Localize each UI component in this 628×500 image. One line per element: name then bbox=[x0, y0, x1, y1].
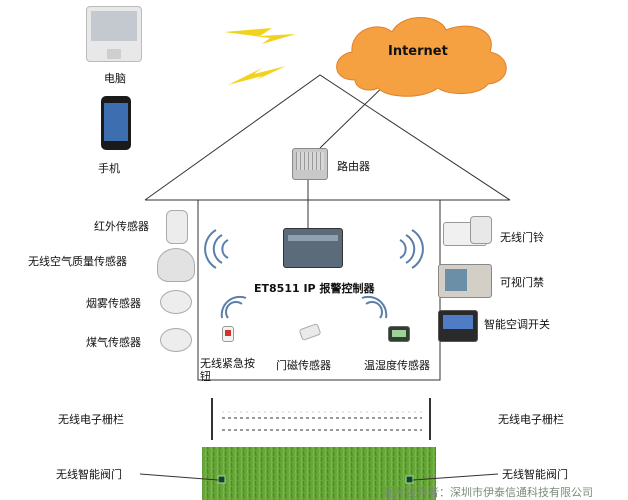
lightning-bolt-icon bbox=[224, 28, 296, 44]
temp-humidity-sensor-label: 温湿度传感器 bbox=[364, 359, 430, 372]
air-quality-sensor-icon bbox=[157, 248, 195, 282]
grass-lawn bbox=[202, 447, 436, 500]
computer-icon bbox=[86, 6, 142, 62]
infrared-sensor-icon bbox=[166, 210, 188, 244]
gas-sensor-icon bbox=[160, 328, 192, 352]
house-roof bbox=[144, 74, 511, 201]
ac-switch-icon bbox=[438, 310, 478, 342]
computer-label: 电脑 bbox=[104, 72, 126, 85]
doorbell-label: 无线门铃 bbox=[500, 231, 544, 244]
smoke-sensor-icon bbox=[160, 290, 192, 314]
air-quality-sensor-label: 无线空气质量传感器 bbox=[28, 255, 127, 268]
smoke-sensor-label: 烟雾传感器 bbox=[86, 297, 141, 310]
fence-left-label: 无线电子栅栏 bbox=[58, 413, 124, 426]
router-icon bbox=[292, 148, 328, 180]
emergency-button-label: 无线紧急按 钮 bbox=[200, 357, 255, 383]
internet-label: Internet bbox=[388, 44, 448, 59]
valve-right-label: 无线智能阀门 bbox=[502, 468, 568, 481]
wifi-wave-icon bbox=[204, 229, 229, 269]
wireless-fence bbox=[211, 398, 431, 440]
lightning-bolt-icon bbox=[228, 66, 286, 85]
wifi-wave-icon bbox=[220, 295, 247, 319]
ac-switch-label: 智能空调开关 bbox=[484, 318, 550, 331]
video-door-phone-icon bbox=[438, 264, 492, 298]
infrared-sensor-label: 红外传感器 bbox=[94, 220, 149, 233]
wifi-wave-icon bbox=[361, 295, 388, 319]
valve-icon bbox=[405, 475, 414, 484]
valve-icon bbox=[217, 475, 226, 484]
doorbell-button-icon bbox=[470, 216, 492, 244]
router-label: 路由器 bbox=[337, 160, 370, 173]
controller-device-icon bbox=[283, 228, 343, 268]
video-door-phone-label: 可视门禁 bbox=[500, 276, 544, 289]
controller-label: ET8511 IP 报警控制器 bbox=[254, 282, 375, 295]
emergency-button-icon bbox=[222, 326, 234, 342]
door-magnet-sensor-label: 门磁传感器 bbox=[276, 359, 331, 372]
temp-humidity-sensor-icon bbox=[388, 326, 410, 342]
phone-icon bbox=[101, 96, 131, 150]
fence-right-label: 无线电子栅栏 bbox=[498, 413, 564, 426]
phone-label: 手机 bbox=[98, 162, 120, 175]
watermark: 图片发布者：深圳市伊泰信通科技有限公司 bbox=[384, 486, 593, 499]
internet-cloud bbox=[336, 17, 507, 97]
gas-sensor-label: 煤气传感器 bbox=[86, 336, 141, 349]
wifi-wave-icon bbox=[399, 229, 424, 269]
valve-left-label: 无线智能阀门 bbox=[56, 468, 122, 481]
